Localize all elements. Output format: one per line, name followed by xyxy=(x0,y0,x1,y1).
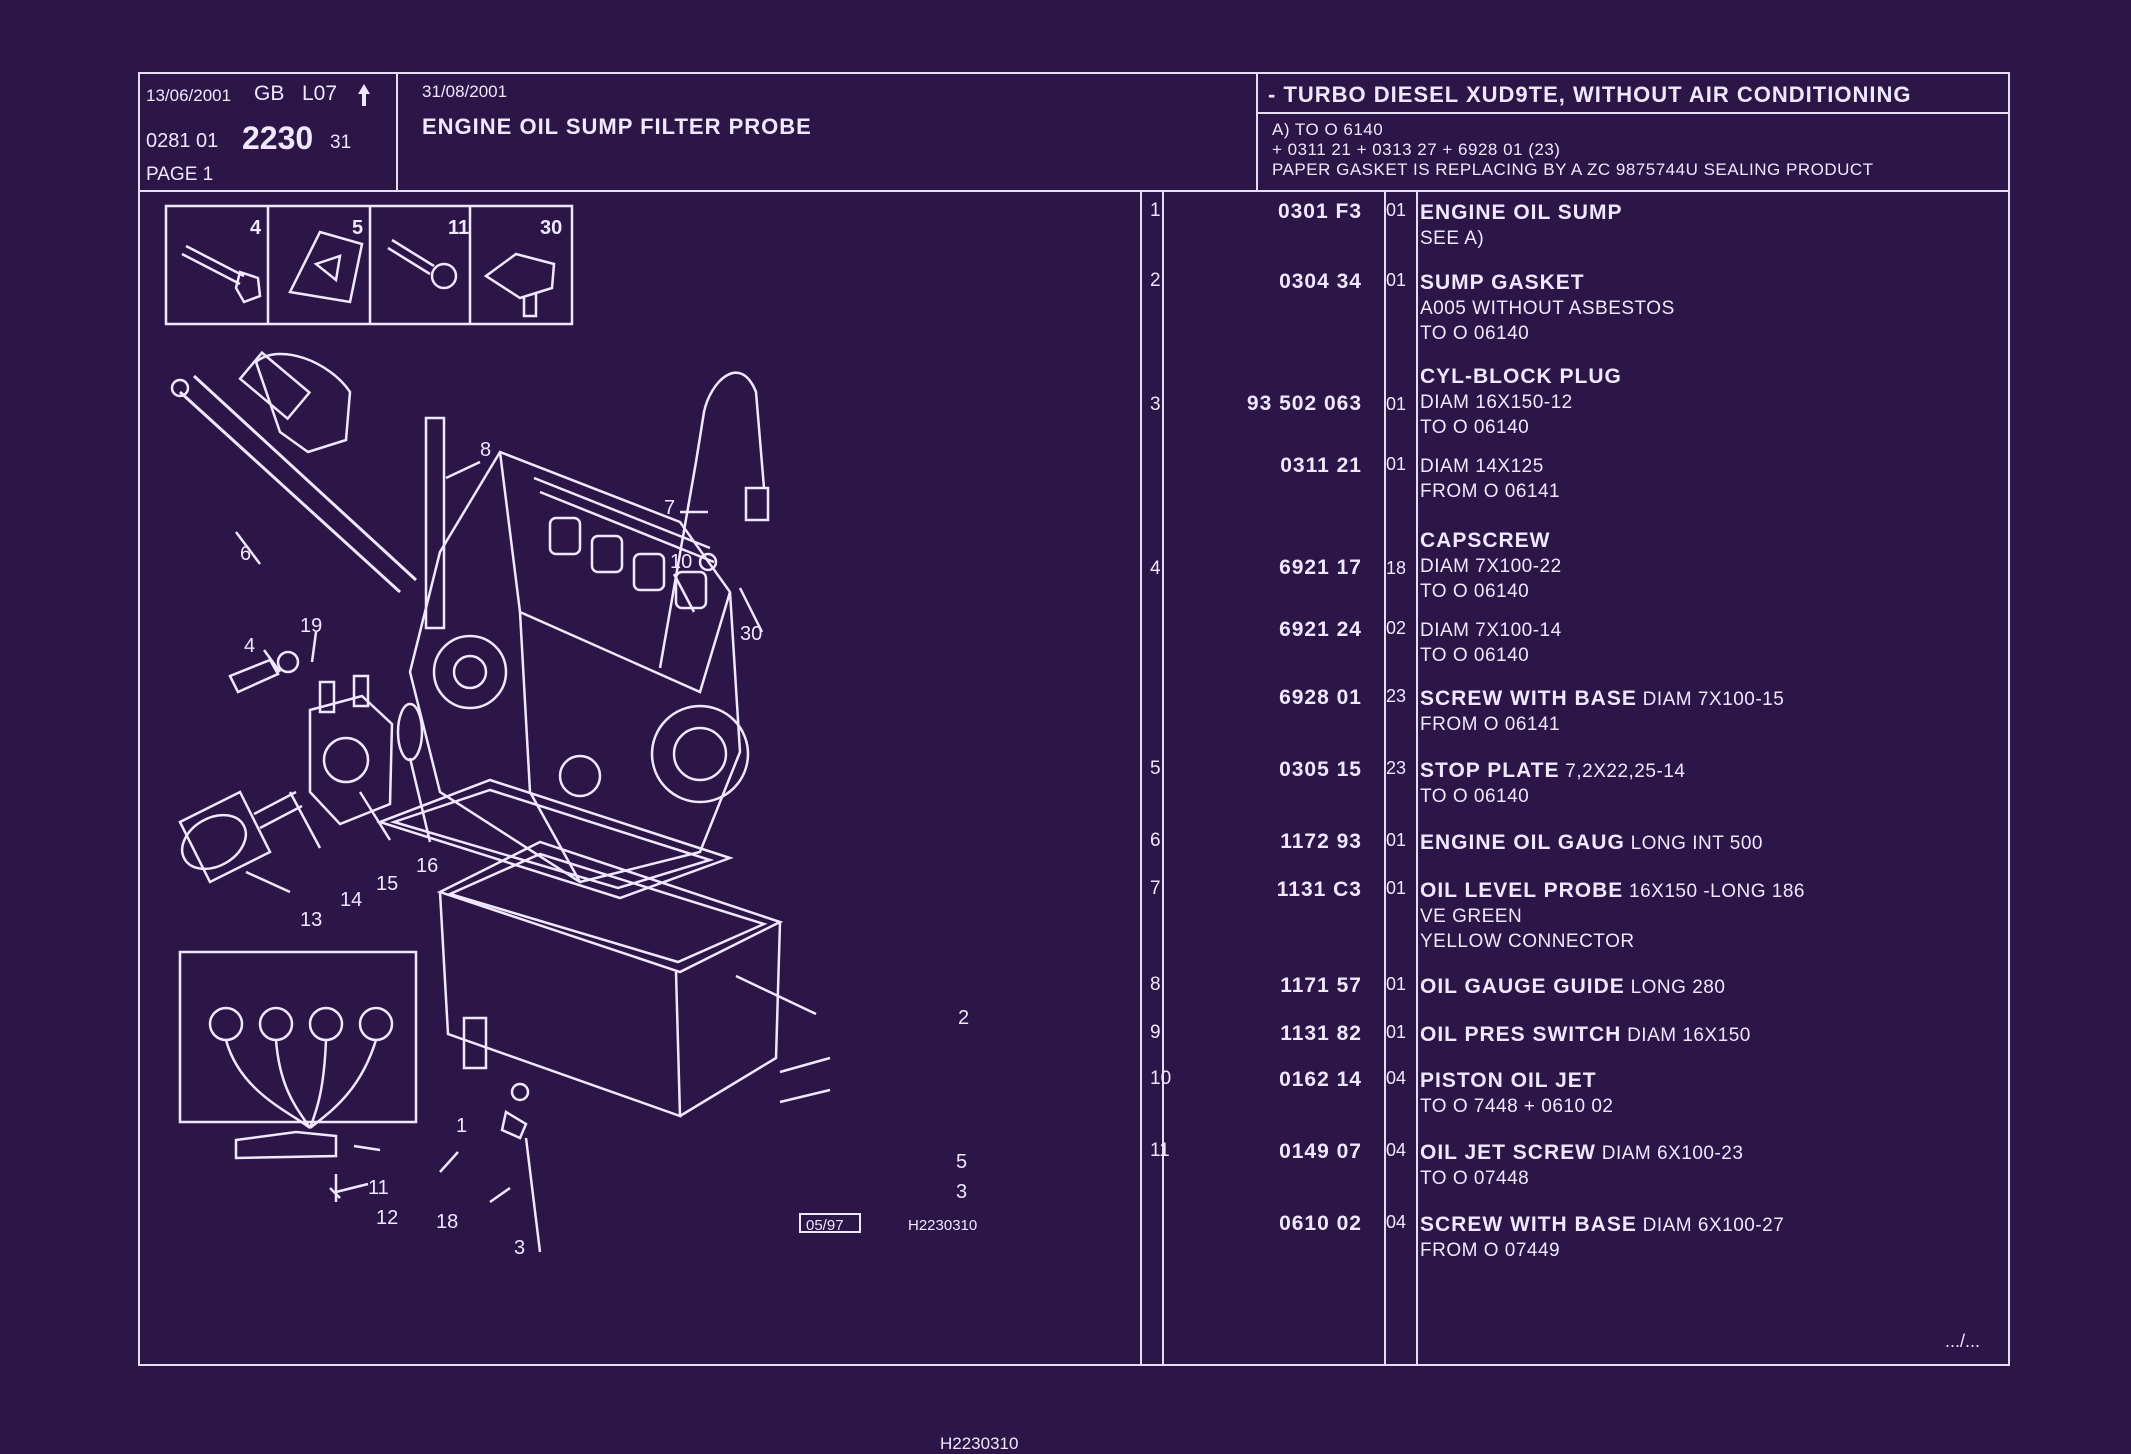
icon-label-4: 4 xyxy=(250,217,262,239)
callout-5: 5 xyxy=(956,1151,967,1173)
callout-15: 15 xyxy=(376,873,398,895)
diagram-code-small: H2230310 xyxy=(908,1217,977,1234)
stop-plate-icon xyxy=(288,230,364,304)
engine-diagram: 8 7 10 30 6 19 4 16 15 14 13 1 2 5 3 18 … xyxy=(164,204,977,1259)
arrow-up-icon xyxy=(358,84,370,106)
note-line: A) TO O 6140 xyxy=(1272,120,1384,139)
continuation-marker: .../... xyxy=(1944,1331,1980,1351)
callout-4: 3 xyxy=(956,1181,967,1203)
catalog-code: L07 xyxy=(302,82,338,105)
oil-level-sensor-icon xyxy=(483,252,556,318)
callout-19: 19 xyxy=(300,615,322,637)
model-title: - TURBO DIESEL XUD9TE, WITHOUT AIR CONDI… xyxy=(1258,74,2010,114)
icon-label-5: 5 xyxy=(352,217,363,239)
parts-sheet: 13/06/2001 GB L07 0281 01 2230 31 PAGE 1… xyxy=(138,72,2010,1453)
title-block: 31/08/2001 ENGINE OIL SUMP FILTER PROBE xyxy=(398,74,1258,192)
callout-6: 6 xyxy=(240,543,251,565)
callout-9: 4 xyxy=(244,635,255,657)
icon-label-11: 11 xyxy=(448,217,469,239)
exploded-diagram: 8 7 10 30 6 19 4 16 15 14 13 1 2 5 3 18 … xyxy=(140,192,1140,1453)
oil-jet-screw-icon xyxy=(387,238,458,290)
model-block: - TURBO DIESEL XUD9TE, WITHOUT AIR CONDI… xyxy=(1258,74,2010,192)
callout-3: 3 xyxy=(514,1237,525,1259)
language-code: GB xyxy=(254,82,285,105)
callout-16: 16 xyxy=(416,855,438,877)
callout-13: 13 xyxy=(300,909,322,931)
ref-suffix: 31 xyxy=(330,132,352,153)
callout-8: 8 xyxy=(480,439,491,461)
callout-10: 11 xyxy=(368,1177,389,1199)
callout-7: 7 xyxy=(664,497,675,519)
page-number: PAGE 1 xyxy=(146,164,214,185)
callout-12: 10 xyxy=(670,551,692,573)
callout-14: 14 xyxy=(340,889,362,911)
callout-30: 30 xyxy=(740,623,762,645)
ref-main: 2230 xyxy=(242,120,314,156)
diagram-code-footer: H2230310 xyxy=(940,1434,1019,1453)
page-title: ENGINE OIL SUMP FILTER PROBE xyxy=(422,114,812,139)
edition-date: 31/08/2001 xyxy=(422,82,508,101)
edition-stamp: 05/97 xyxy=(806,1217,844,1234)
capscrew-icon xyxy=(181,244,262,304)
callout-18: 18 xyxy=(436,1211,458,1233)
callout-2: 2 xyxy=(958,1007,969,1029)
callout-1: 1 xyxy=(456,1115,467,1137)
note-line: PAPER GASKET IS REPLACING BY A ZC 987574… xyxy=(1272,160,1874,179)
icon-label-30: 30 xyxy=(540,217,562,239)
note-line: + 0311 21 + 0313 27 + 6928 01 (23) xyxy=(1272,140,1561,159)
ref-prefix: 0281 01 xyxy=(146,130,219,152)
callout-11: 12 xyxy=(376,1207,398,1229)
sheet-id-block: 13/06/2001 GB L07 0281 01 2230 31 PAGE 1 xyxy=(140,74,398,192)
print-date: 13/06/2001 xyxy=(146,86,232,105)
